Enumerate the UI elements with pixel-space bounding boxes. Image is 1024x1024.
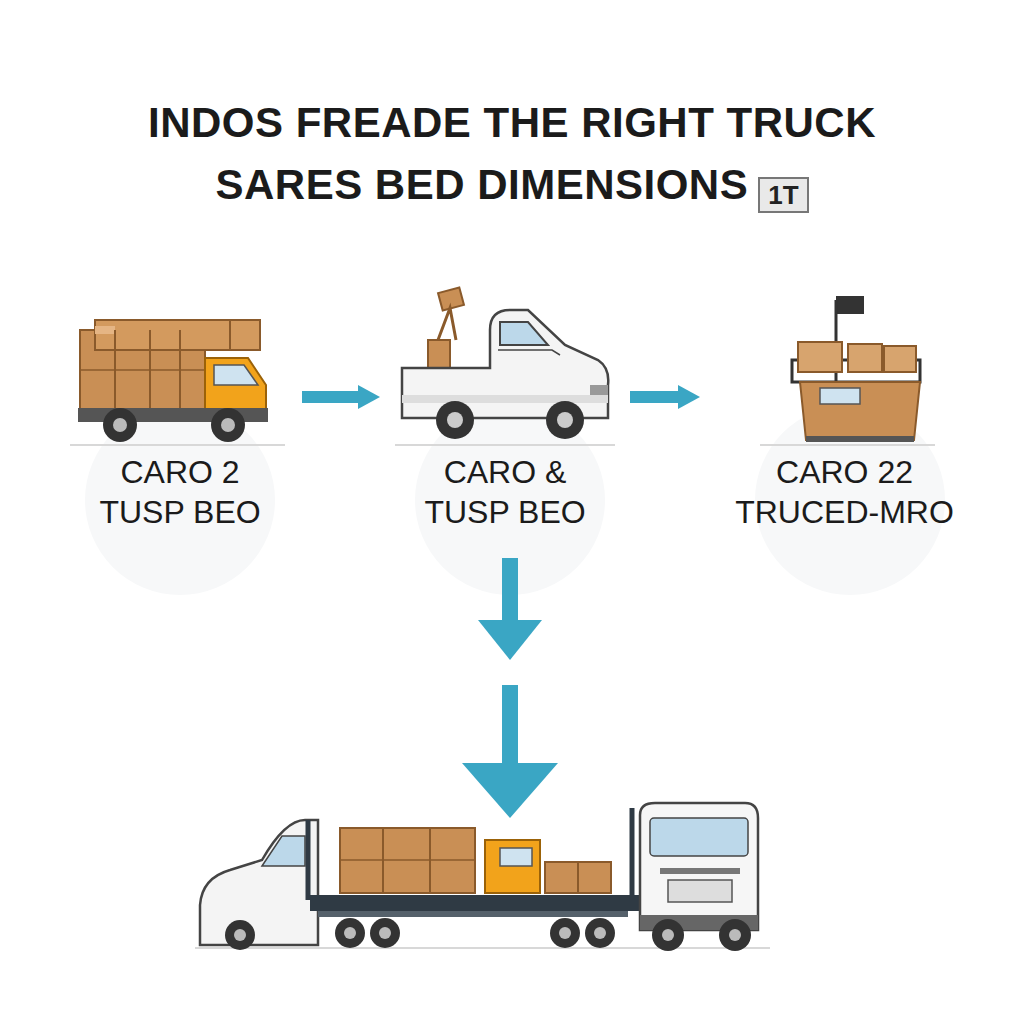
truck-step: CARO 2 TUSP BEO: [70, 300, 290, 538]
flow-arrow: [302, 385, 380, 409]
title-icon-label: 1T: [758, 177, 808, 213]
box-truck: [70, 320, 285, 445]
step-caption: CARO 22 TRUCED-MRO: [717, 452, 972, 532]
cargo-cart: [760, 296, 935, 445]
down-arrow: [462, 558, 558, 818]
flow-arrow: [630, 385, 700, 409]
flatbed-semi: [195, 803, 770, 951]
step-caption: CARO 2 TUSP BEO: [88, 452, 273, 532]
truck-step: CARO 22 TRUCED-MRO: [712, 300, 977, 538]
title-block: INDOS FREADE THE RIGHT TRUCK SARES BED D…: [92, 92, 932, 216]
step-caption: CARO & TUSP BEO: [413, 452, 598, 532]
pickup-truck: [395, 287, 615, 445]
caption-ground: [85, 405, 275, 595]
truck-step: CARO & TUSP BEO: [392, 300, 618, 538]
